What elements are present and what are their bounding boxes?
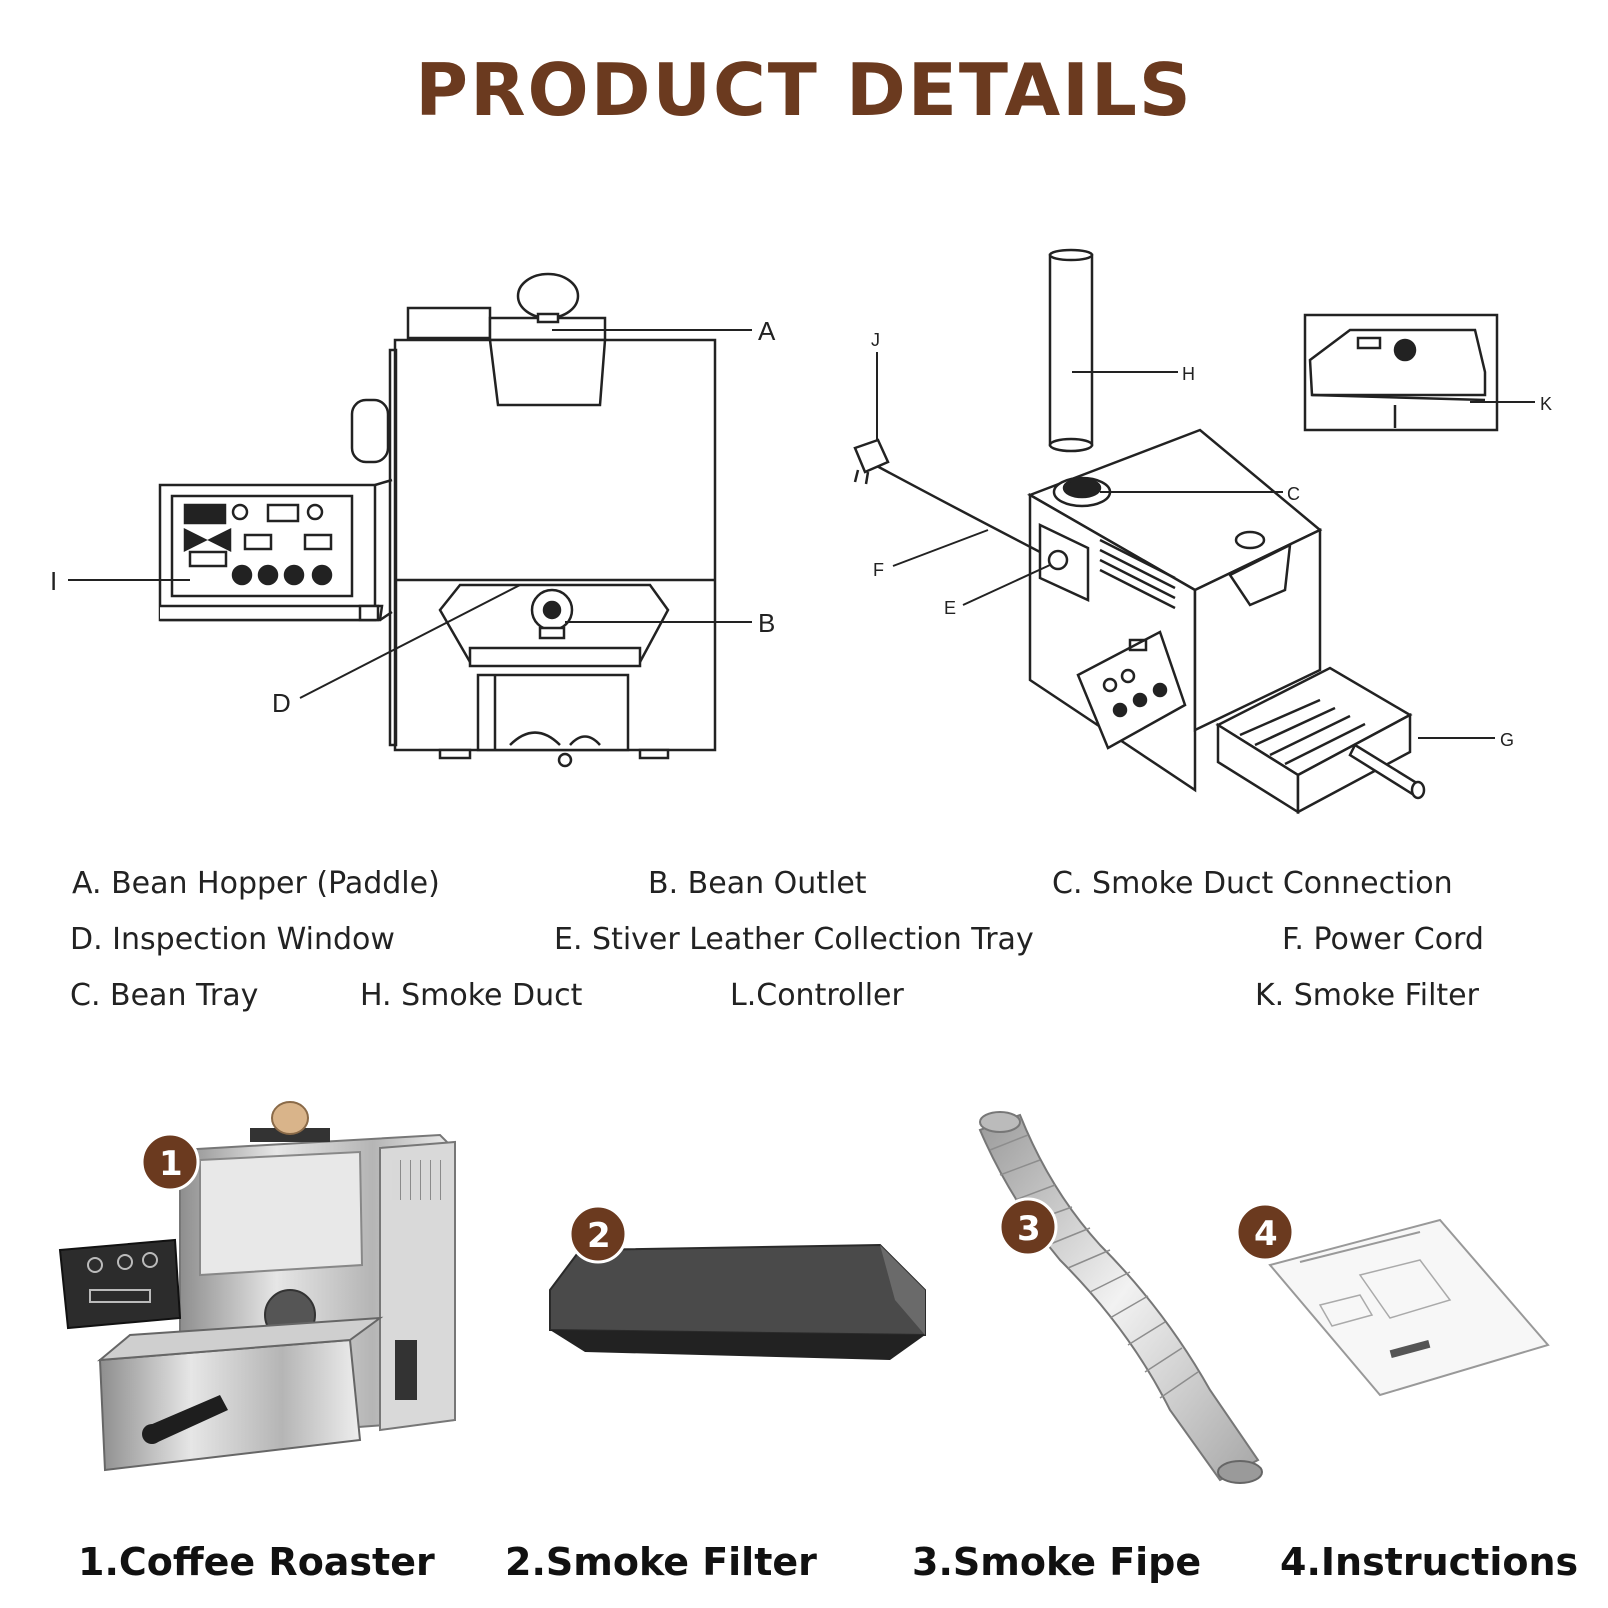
callout-k: K bbox=[1540, 394, 1552, 414]
svg-text:3: 3 bbox=[1017, 1209, 1041, 1249]
legend-row-2: D. Inspection Window E. Stiver Leather C… bbox=[0, 922, 1608, 962]
smoke-pipe-photo bbox=[978, 1111, 1263, 1484]
callout-a: A bbox=[758, 316, 776, 346]
callout-e: E bbox=[944, 598, 956, 618]
callout-g: G bbox=[1500, 730, 1514, 750]
legend-item: C. Smoke Duct Connection bbox=[1052, 866, 1453, 901]
legend-item: F. Power Cord bbox=[1282, 922, 1484, 957]
legend-row-1: A. Bean Hopper (Paddle) B. Bean Outlet C… bbox=[0, 866, 1608, 906]
badge-1: 1 bbox=[140, 1132, 200, 1192]
included-items: 1.Coffee Roaster 2.Smoke Filter 3.Smoke … bbox=[0, 1540, 1608, 1590]
legend-row-3: C. Bean Tray H. Smoke Duct L.Controller … bbox=[0, 978, 1608, 1018]
legend-item: B. Bean Outlet bbox=[648, 866, 867, 901]
item-caption-instructions: 4.Instructions bbox=[1280, 1540, 1579, 1584]
callout-f: F bbox=[873, 560, 884, 580]
callout-h: H bbox=[1182, 364, 1195, 384]
iso-view-leaders bbox=[876, 352, 1535, 739]
legend-item: L.Controller bbox=[730, 978, 904, 1013]
badge-2: 2 bbox=[568, 1204, 628, 1264]
svg-text:1: 1 bbox=[159, 1144, 183, 1184]
svg-text:4: 4 bbox=[1254, 1214, 1278, 1254]
callout-b: B bbox=[758, 608, 775, 638]
legend-item: E. Stiver Leather Collection Tray bbox=[554, 922, 1034, 957]
front-view-drawing bbox=[158, 272, 717, 768]
item-caption-smoke-pipe: 3.Smoke Fipe bbox=[912, 1540, 1202, 1584]
iso-view-drawing bbox=[853, 248, 1499, 815]
front-view-leaders bbox=[68, 329, 752, 699]
svg-text:2: 2 bbox=[587, 1216, 611, 1256]
legend-item: K. Smoke Filter bbox=[1255, 978, 1479, 1013]
smoke-filter-photo bbox=[549, 1243, 926, 1360]
badge-3: 3 bbox=[998, 1197, 1058, 1257]
item-caption-coffee-roaster: 1.Coffee Roaster bbox=[78, 1540, 435, 1584]
callout-j: J bbox=[871, 330, 880, 350]
legend-item: H. Smoke Duct bbox=[360, 978, 583, 1013]
legend-item: C. Bean Tray bbox=[70, 978, 259, 1013]
callout-i: I bbox=[50, 566, 57, 596]
badge-4: 4 bbox=[1235, 1202, 1295, 1262]
page-title: PRODUCT DETAILS bbox=[415, 48, 1193, 132]
legend-item: A. Bean Hopper (Paddle) bbox=[72, 866, 440, 901]
callout-c: C bbox=[1287, 484, 1300, 504]
coffee-roaster-photo bbox=[58, 1101, 456, 1472]
callout-d: D bbox=[272, 688, 291, 718]
instructions-booklet-photo bbox=[1268, 1218, 1550, 1397]
item-caption-smoke-filter: 2.Smoke Filter bbox=[505, 1540, 817, 1584]
legend-item: D. Inspection Window bbox=[70, 922, 395, 957]
